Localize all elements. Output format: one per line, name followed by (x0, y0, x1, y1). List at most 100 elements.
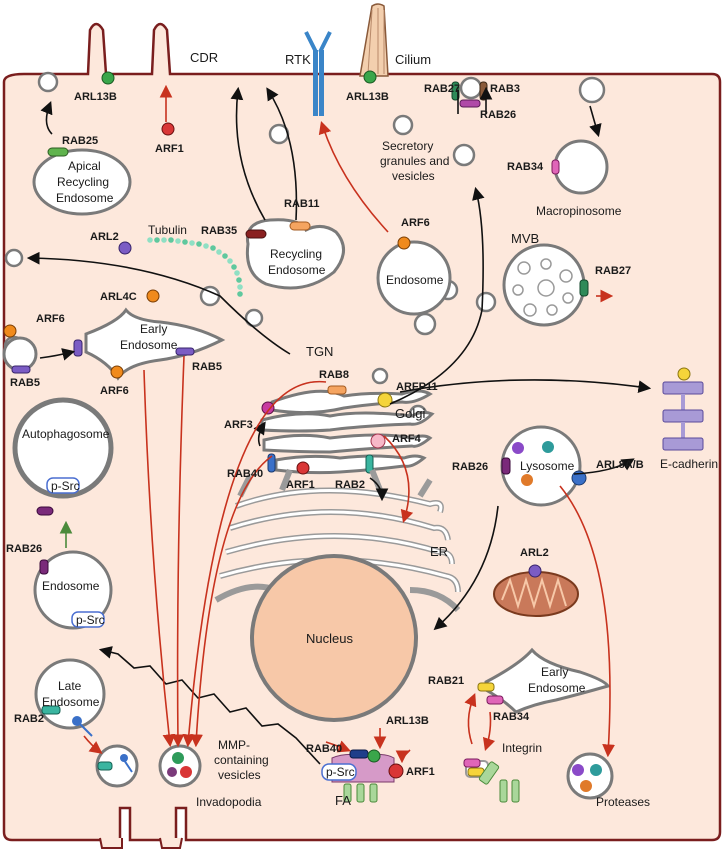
vesicle (392, 114, 414, 136)
secretory-label-1: Secretory (382, 139, 433, 153)
nucleus-label: Nucleus (306, 631, 353, 646)
early-endosome-right (484, 647, 611, 714)
mmp-label-1: MMP- (218, 738, 250, 752)
tubulin-filament (147, 237, 243, 297)
rab25-label: RAB25 (62, 135, 98, 147)
membrane-pit (578, 76, 606, 104)
rab2-golgi-label: RAB2 (335, 479, 365, 491)
early-endosome-right-2: Endosome (528, 681, 586, 695)
early-endosome-right-1: Early (541, 665, 568, 679)
psrc-endo-label: p-Src (76, 613, 105, 627)
mvb-label: MVB (511, 231, 539, 246)
early-endosome-left-1: Early (140, 322, 167, 336)
e-cadherin-label: E-cadherin (660, 457, 718, 471)
vesicle (475, 291, 497, 313)
integrin-label: Integrin (502, 741, 542, 755)
mvb-intraluminal-vesicles (512, 258, 574, 317)
secretory-label-2: granules and (380, 154, 449, 168)
rtk-receptor (304, 31, 332, 116)
mitochondrion (493, 571, 579, 617)
rab34-top-label: RAB34 (507, 161, 544, 173)
vesicle (452, 143, 476, 167)
rab21-label: RAB21 (428, 675, 464, 687)
endosome-arf6 (376, 240, 452, 316)
recycling-label-2: Endosome (268, 263, 326, 277)
rab11-label: RAB11 (284, 198, 319, 210)
rab26-top-label: RAB26 (480, 109, 516, 121)
arl2-top-label: ARL2 (90, 231, 119, 243)
membrane-pit (459, 76, 483, 100)
rab40-fa-label: RAB40 (306, 743, 342, 755)
rab35-label: RAB35 (201, 225, 237, 237)
arf6-left-label: ARF6 (36, 313, 65, 325)
recycling-label-1: Recycling (270, 247, 322, 261)
macropinosome (553, 139, 609, 195)
fa-label: FA (335, 793, 351, 808)
invadopodia-label: Invadopodia (196, 795, 262, 809)
arf1-fa-label: ARF1 (406, 766, 435, 778)
late-endosome-1: Late (58, 679, 82, 693)
invadopodium-left (99, 837, 123, 849)
rab2-left-label: RAB2 (14, 713, 44, 725)
arf1-golgi-label: ARF1 (286, 479, 315, 491)
proteases-label: Proteases (596, 795, 650, 809)
arl2-mito-label: ARL2 (520, 547, 549, 559)
tubulin-label: Tubulin (148, 223, 187, 237)
tgn-label: TGN (306, 344, 333, 359)
apical-label-1: Apical (68, 159, 101, 173)
golgi-stack (260, 389, 435, 475)
rtk-label: RTK (285, 52, 311, 67)
arf6-low-label: ARF6 (100, 385, 129, 397)
arl13b-top-label: ARL13B (74, 91, 117, 103)
integrin-receptors (463, 758, 520, 803)
endosome-left (33, 550, 113, 630)
rab5-left-label: RAB5 (10, 377, 40, 389)
rab3-label: RAB3 (490, 83, 520, 95)
autophagosome-label: Autophagosome (22, 427, 110, 441)
cilium-shape (359, 3, 389, 77)
nucleus (250, 554, 418, 722)
endosome-left-label: Endosome (42, 579, 100, 593)
rab34-low-label: RAB34 (493, 711, 530, 723)
arf6-mid-label: ARF6 (401, 217, 430, 229)
macropinosome-label: Macropinosome (536, 204, 622, 218)
vesicle (371, 367, 389, 385)
vesicle (413, 312, 437, 336)
arl13b-cilium-label: ARL13B (346, 91, 389, 103)
mmp-label-3: vesicles (218, 768, 261, 782)
early-endosome-left-2: Endosome (120, 338, 178, 352)
apical-recycling-endosome (32, 148, 132, 216)
late-endosome (34, 658, 106, 730)
rab40-golgi-label: RAB40 (227, 468, 263, 480)
rab26-left-label: RAB26 (6, 543, 42, 555)
edge-endosome (2, 336, 38, 372)
recycling-endosome (245, 218, 345, 290)
invadopodium-right (159, 837, 183, 849)
golgi-label: Golgi (395, 406, 425, 421)
focal-adhesion (321, 749, 404, 803)
proteases-vesicle (566, 752, 614, 800)
vesicle (244, 308, 264, 328)
cdr-label: CDR (190, 50, 218, 65)
arfp11-label: ARFP11 (396, 381, 438, 393)
rab27-mvb-label: RAB27 (595, 265, 631, 277)
endosome-mid-label: Endosome (386, 273, 444, 287)
arl13b-fa-label: ARL13B (386, 715, 429, 727)
arf3-label: ARF3 (224, 419, 253, 431)
apical-label-2: Recycling (57, 175, 109, 189)
secretory-label-3: vesicles (392, 169, 435, 183)
mmp-label-2: containing (214, 753, 269, 767)
membrane-pit (4, 248, 24, 268)
arf4-label: ARF4 (392, 433, 422, 445)
er-label: ER (430, 544, 448, 559)
late-endosome-2: Endosome (42, 695, 100, 709)
apical-label-3: Endosome (56, 191, 114, 205)
rab27-top-label: RAB27 (424, 83, 460, 95)
mmp-vesicle (158, 744, 202, 788)
rab8-label: RAB8 (319, 369, 349, 381)
arf1-top-label: ARF1 (155, 143, 184, 155)
e-cadherin-junction (662, 381, 704, 451)
autophagosome (12, 397, 114, 499)
membrane-pit (37, 71, 59, 93)
